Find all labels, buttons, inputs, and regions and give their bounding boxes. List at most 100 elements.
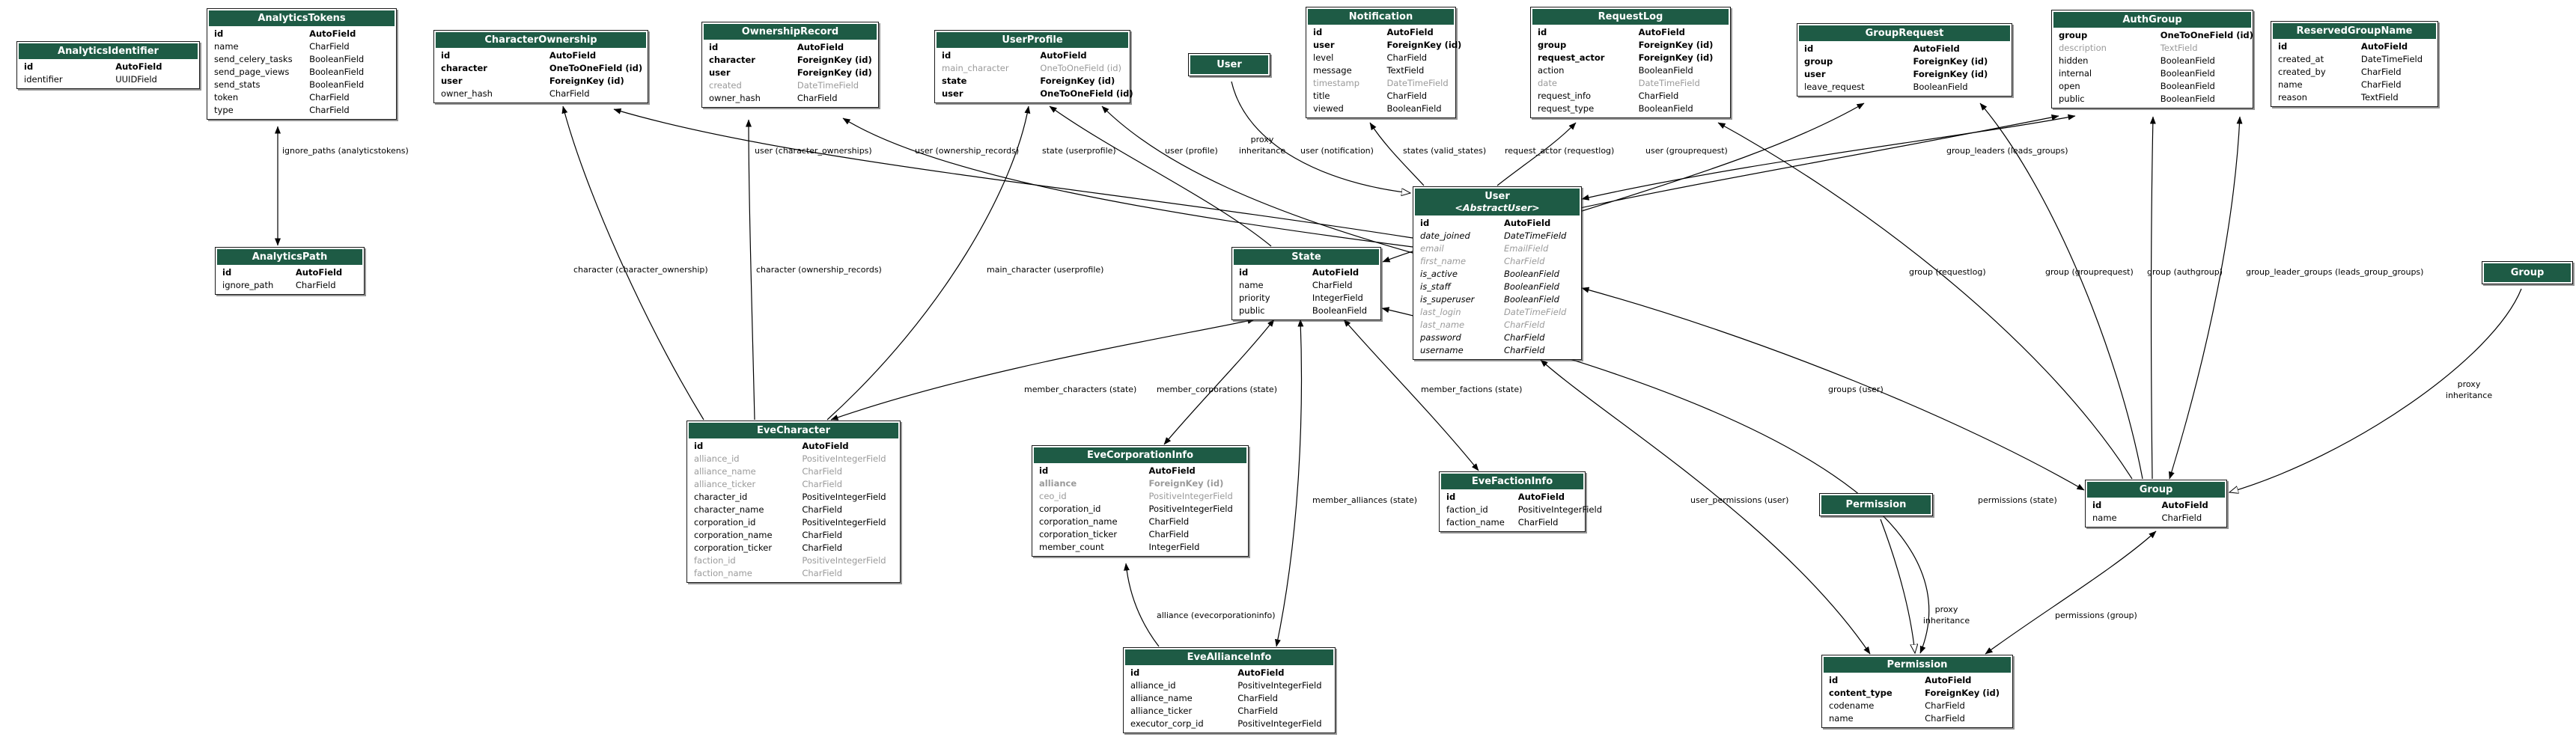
field-type: CharField	[2161, 513, 2202, 523]
table-header: Permission	[1824, 657, 2011, 673]
field-type: CharField	[802, 530, 842, 540]
field-type: PositiveIntegerField	[802, 453, 886, 464]
field-type: PositiveIntegerField	[1148, 504, 1233, 514]
field-name: alliance_name	[694, 466, 756, 477]
field-name: name	[1829, 713, 1854, 724]
field-name: name	[1239, 280, 1264, 290]
edge-label: alliance (evecorporationinfo)	[1157, 611, 1276, 620]
field-type: BooleanField	[309, 79, 365, 90]
field-type: PositiveIntegerField	[1237, 718, 1322, 729]
edge-label: state (userprofile)	[1042, 146, 1116, 156]
table-header: Group	[2087, 482, 2225, 498]
field-name: created_by	[2278, 67, 2326, 77]
field-type: CharField	[802, 466, 842, 477]
edge-label: states (valid_states)	[1403, 146, 1486, 156]
field-type: OneToOneField (id)	[1040, 63, 1121, 73]
field-type: IntegerField	[1148, 542, 1200, 552]
field-name: action	[1538, 65, 1565, 76]
edge-label: main_character (userprofile)	[987, 265, 1103, 275]
edge-member_characters-state	[830, 317, 1255, 421]
field-type: EmailField	[1503, 243, 1549, 254]
edge-label: group_leader_groups (leads_group_groups)	[2246, 267, 2423, 277]
field-type: AutoField	[802, 441, 849, 451]
field-type: CharField	[802, 568, 842, 578]
table-header: AnalyticsTokens	[209, 10, 395, 26]
edge-label: user_permissions (user)	[1690, 495, 1788, 505]
table-header: AnalyticsIdentifier	[19, 43, 198, 59]
field-type: PositiveIntegerField	[1517, 504, 1602, 515]
field-type: CharField	[1503, 332, 1545, 343]
field-type: BooleanField	[1913, 82, 1968, 92]
field-name: name	[2278, 79, 2303, 90]
field-name: id	[24, 61, 34, 72]
table-header: EveCharacter	[689, 423, 898, 438]
table-header: CharacterOwnership	[436, 32, 646, 48]
field-name: level	[1313, 52, 1334, 63]
field-type: DateTimeField	[1638, 78, 1700, 88]
field-name: state	[942, 76, 967, 86]
field-type: CharField	[309, 41, 350, 52]
field-type: BooleanField	[1386, 103, 1442, 114]
field-name: alliance_ticker	[1130, 706, 1193, 716]
field-type: AutoField	[2161, 500, 2208, 510]
edge-label: member_alliances (state)	[1312, 495, 1417, 505]
field-type: PositiveIntegerField	[802, 555, 886, 566]
table-name: User	[1485, 191, 1510, 202]
field-type: AutoField	[1312, 267, 1359, 278]
edge-alliance-evecorporationinfo	[1123, 563, 1160, 647]
proxy-model-name: Group	[2484, 263, 2571, 282]
field-name: description	[2059, 43, 2107, 53]
field-name: is_staff	[1420, 281, 1451, 292]
table-header: AuthGroup	[2053, 12, 2251, 28]
field-name: created_at	[2278, 54, 2324, 64]
edge-label: permissions (group)	[2055, 611, 2137, 620]
field-name: alliance_name	[1130, 693, 1193, 703]
field-name: member_count	[1039, 542, 1104, 552]
field-type: CharField	[1925, 700, 1965, 711]
table-name: State	[1291, 251, 1321, 263]
field-type: DateTimeField	[797, 80, 859, 91]
table-name: AnalyticsPath	[252, 251, 328, 263]
table-header: AnalyticsPath	[217, 249, 362, 265]
field-type: ForeignKey (id)	[1913, 69, 1988, 79]
edge-permissions-group	[1985, 531, 2157, 655]
table-name: OwnershipRecord	[741, 26, 839, 37]
field-type: AutoField	[2360, 41, 2408, 52]
edge-group-requestlog	[1717, 122, 2133, 480]
edge-group-authgroup	[2149, 116, 2156, 480]
field-type: CharField	[309, 105, 350, 115]
